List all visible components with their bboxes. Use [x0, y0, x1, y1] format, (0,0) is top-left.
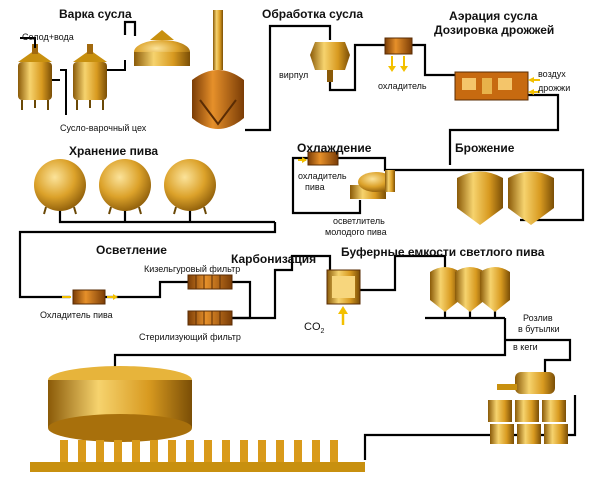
label-beer-cooler: Охладитель пива — [40, 310, 113, 320]
pipe-whirlpool-to-cooler — [328, 43, 385, 92]
heading-beer-storage: Хранение пива — [69, 144, 159, 158]
whirlpool-tank — [310, 42, 350, 82]
label-yeast: дрожжи — [538, 83, 571, 93]
pipe-cooler-to-aeration — [412, 43, 455, 77]
label-air: воздух — [538, 69, 566, 79]
label-clarifier-line1: осветлитель — [333, 216, 385, 226]
label-bottling-line1: Розлив — [523, 313, 553, 323]
carbonation-tank — [326, 269, 361, 325]
pipe-cooling-loop — [291, 156, 362, 215]
pipe-boil-to-processing — [123, 20, 137, 36]
heading-carbonation: Карбонизация — [231, 252, 317, 266]
heading-wort-aeration: Аэрация сусла — [449, 9, 538, 23]
label-beer-cooler-line2: пива — [305, 182, 325, 192]
heading-yeast-dosing: Дозировка дрожжей — [434, 23, 555, 37]
label-clarifier-line2: молодого пива — [325, 227, 387, 237]
pipe-carbon-to-buffer — [360, 254, 447, 292]
heading-buffer-tanks: Буферные емкости светлого пива — [341, 245, 545, 259]
label-cooler: охладитель — [378, 81, 427, 91]
label-malt-water: Солод+вода — [22, 32, 74, 42]
buffer-tank-2 — [455, 267, 485, 312]
label-kegs: в кеги — [513, 342, 538, 352]
pipe-storage-drops — [58, 207, 275, 224]
storage-sphere-3 — [164, 159, 216, 215]
heading-fermentation: Брожение — [455, 141, 515, 155]
lauter-tun — [134, 30, 190, 66]
heading-cooling: Охлаждение — [297, 141, 372, 155]
label-bottling-line2: в бутылки — [518, 324, 560, 334]
beer-cooler-exchanger — [298, 151, 339, 166]
bottle-filler-carousel — [48, 366, 192, 442]
fermentation-tank-2 — [508, 171, 554, 225]
buffer-tank-1 — [430, 267, 460, 312]
kieselguhr-filter-unit — [187, 274, 233, 290]
label-brewhouse: Сусло-варочный цех — [60, 123, 147, 133]
storage-sphere-2 — [99, 159, 151, 215]
keg-filler — [497, 372, 555, 394]
pipe-storage-line — [18, 222, 277, 299]
pipe-kettle-to-whirlpool — [245, 24, 332, 132]
label-sterilizing-filter: Стерилизующий фильтр — [139, 332, 241, 342]
wort-cooler — [384, 37, 413, 72]
kegs-stack — [488, 400, 568, 444]
pipe-to-carbonation — [232, 254, 332, 320]
sterilizing-filter-unit — [187, 310, 233, 326]
pipe-keg-return — [363, 395, 577, 460]
aeration-unit — [454, 71, 540, 101]
pipe-aeration-to-fermentation — [448, 93, 560, 165]
mash-tun-2 — [73, 44, 107, 110]
label-kieselguhr-filter: Кизельгуровый фильтр — [144, 264, 241, 274]
brew-kettle — [192, 10, 244, 129]
brewhouse-pipes — [20, 37, 126, 115]
young-beer-clarifier — [350, 170, 395, 199]
pipe-to-kieselguhr — [105, 280, 188, 299]
pipe-fermentation-to-cooling — [338, 156, 585, 222]
storage-sphere-1 — [34, 159, 86, 215]
buffer-tank-3 — [480, 267, 510, 312]
heading-wort-boiling: Варка сусла — [59, 7, 132, 21]
label-co2: CO2 — [304, 321, 325, 336]
clarification-cooler — [62, 289, 118, 305]
fermentation-tank-1 — [457, 171, 503, 225]
heading-clarification: Осветление — [96, 243, 167, 257]
heading-wort-processing: Обработка сусла — [262, 7, 364, 21]
label-whirlpool: вирпул — [279, 70, 309, 80]
pipe-to-kegs — [505, 338, 572, 372]
mash-tun-1 — [18, 44, 52, 110]
bottle-conveyor — [30, 440, 365, 472]
label-beer-cooler-line1: охладитель — [298, 171, 347, 181]
